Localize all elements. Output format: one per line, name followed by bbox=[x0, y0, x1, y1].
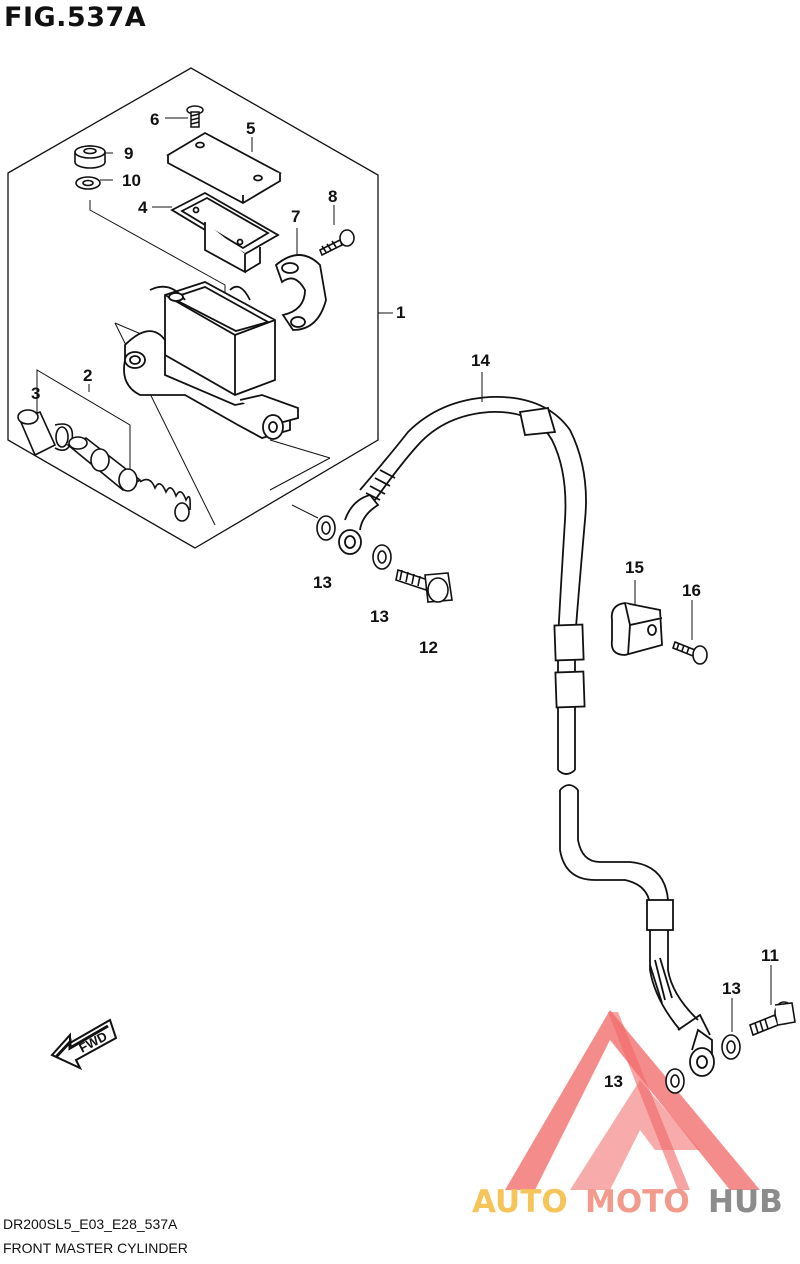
callout-15: 15 bbox=[625, 558, 644, 577]
watermark-moto: MOTO bbox=[585, 1184, 690, 1220]
callout-7: 7 bbox=[291, 207, 300, 226]
part-11-union-bolt bbox=[749, 1001, 796, 1037]
part-15-hose-clamp bbox=[610, 602, 663, 656]
part-1-master-cylinder-body bbox=[123, 281, 299, 440]
callout-16: 16 bbox=[682, 581, 701, 600]
callout-2: 2 bbox=[83, 366, 92, 385]
model-code: DR200SL5_E03_E28_537A bbox=[3, 1216, 178, 1232]
callout-4: 4 bbox=[138, 198, 148, 217]
fwd-direction-arrow: FWD bbox=[50, 1018, 118, 1071]
part-8-clamp-bolt bbox=[318, 229, 355, 257]
callout-3: 3 bbox=[31, 384, 40, 403]
callout-13-b: 13 bbox=[370, 607, 389, 626]
callout-11: 11 bbox=[761, 946, 779, 965]
callout-9: 9 bbox=[124, 144, 133, 163]
part-10-washer bbox=[75, 176, 101, 190]
part-16-screw bbox=[672, 640, 708, 665]
part-12-union-bolt bbox=[395, 568, 453, 603]
figure-name: FRONT MASTER CYLINDER bbox=[3, 1240, 188, 1256]
callout-13-c: 13 bbox=[722, 979, 741, 998]
watermark-text: AUTO MOTO HUB bbox=[472, 1184, 783, 1220]
watermark-logo bbox=[505, 1010, 760, 1190]
callout-6: 6 bbox=[150, 110, 159, 129]
part-2-piston-set bbox=[66, 436, 191, 522]
part-7-holder-clamp bbox=[274, 254, 327, 331]
callout-5: 5 bbox=[246, 119, 255, 138]
callout-13-d: 13 bbox=[604, 1072, 623, 1091]
part-4-diaphragm bbox=[170, 191, 280, 274]
part-9-dust-boot bbox=[74, 145, 106, 169]
callout-8: 8 bbox=[328, 187, 337, 206]
figure-title: FIG.537A bbox=[4, 2, 147, 33]
part-5-reservoir-cap bbox=[166, 131, 282, 205]
part-13-washers bbox=[316, 515, 741, 1094]
assembly-outline-box bbox=[7, 67, 379, 549]
watermark-hub: HUB bbox=[708, 1184, 783, 1220]
part-3-piston-cap bbox=[17, 409, 74, 457]
callout-1: 1 bbox=[396, 303, 405, 322]
callout-12: 12 bbox=[419, 638, 438, 657]
callout-14: 14 bbox=[471, 351, 490, 370]
callout-10: 10 bbox=[122, 171, 141, 190]
watermark-auto: AUTO bbox=[472, 1184, 568, 1220]
callout-13-a: 13 bbox=[313, 573, 332, 592]
part-14-brake-hose bbox=[338, 396, 715, 1077]
part-6-screw bbox=[186, 105, 204, 128]
